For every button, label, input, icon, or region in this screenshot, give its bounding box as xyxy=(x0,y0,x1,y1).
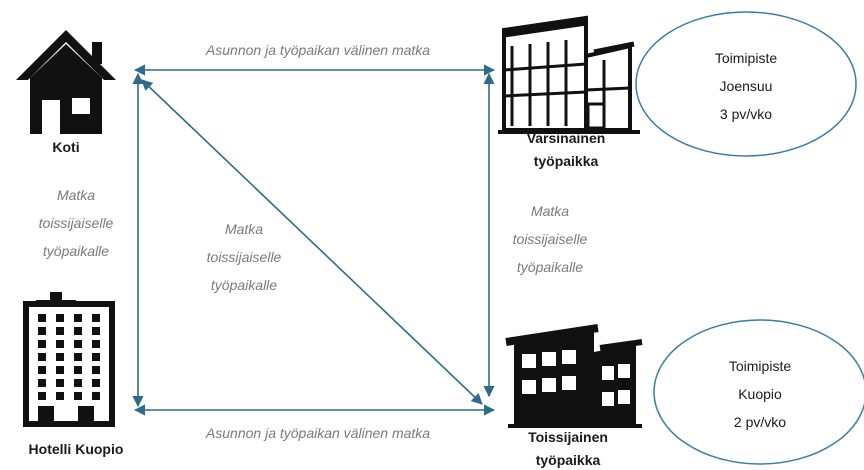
hotel-window xyxy=(74,379,82,387)
hotel-window xyxy=(92,379,100,387)
hotel-window xyxy=(38,392,46,400)
edge-left-label-line2: toissijaiselle xyxy=(39,215,114,231)
edge-diagonal-label-line3: työpaikalle xyxy=(211,277,277,293)
hotel-window xyxy=(92,353,100,361)
edge-left-label-line1: Matka xyxy=(57,187,95,203)
office-solid-icon xyxy=(505,324,643,428)
edge-right-label-line2: toissijaiselle xyxy=(513,231,588,247)
hotel-window xyxy=(38,379,46,387)
oval-kuopio-line1: Toimipiste xyxy=(729,358,791,374)
house-icon xyxy=(16,30,116,134)
hotel-window xyxy=(74,366,82,374)
hotel-window xyxy=(74,353,82,361)
oval-joensuu xyxy=(635,11,857,157)
oval-kuopio-line2: Kuopio xyxy=(738,386,782,402)
office-outline-icon xyxy=(498,15,640,134)
hotel-window xyxy=(92,366,100,374)
oval-joensuu-line1: Toimipiste xyxy=(715,50,777,66)
edge-right-label-line3: työpaikalle xyxy=(517,259,583,275)
oval-joensuu-line2: Joensuu xyxy=(720,78,773,94)
hotel-window xyxy=(56,314,64,322)
edge-right-label-line1: Matka xyxy=(531,203,569,219)
hotel-window xyxy=(56,379,64,387)
hotelli-label: Hotelli Kuopio xyxy=(29,441,124,457)
hotel-window xyxy=(56,327,64,335)
toissijainen-label-line2: työpaikka xyxy=(536,452,601,468)
hotel-window xyxy=(56,353,64,361)
hotel-window xyxy=(92,314,100,322)
hotel-window xyxy=(56,392,64,400)
koti-label: Koti xyxy=(52,139,79,155)
edge-top-label: Asunnon ja työpaikan välinen matka xyxy=(205,42,430,58)
varsinainen-label-line1: Varsinainen xyxy=(527,130,606,146)
arrow-diagonal xyxy=(141,79,483,405)
hotel-window xyxy=(74,392,82,400)
hotel-window xyxy=(74,340,82,348)
hotel-window xyxy=(74,327,82,335)
hotel-window xyxy=(38,366,46,374)
hotel-window xyxy=(38,353,46,361)
hotel-window xyxy=(56,366,64,374)
hotel-window xyxy=(56,340,64,348)
varsinainen-label-line2: työpaikka xyxy=(534,153,599,169)
edge-left-label-line3: työpaikalle xyxy=(43,243,109,259)
hotel-building-icon xyxy=(23,292,115,427)
oval-kuopio xyxy=(653,319,864,465)
toissijainen-label-line1: Toissijainen xyxy=(528,429,608,445)
hotel-window xyxy=(92,392,100,400)
hotel-window xyxy=(74,314,82,322)
hotel-window xyxy=(38,340,46,348)
hotel-window xyxy=(92,340,100,348)
hotel-window xyxy=(38,314,46,322)
edge-diagonal-label-line2: toissijaiselle xyxy=(207,249,282,265)
hotel-window xyxy=(92,327,100,335)
edge-diagonal-label-line1: Matka xyxy=(225,221,263,237)
oval-joensuu-line3: 3 pv/vko xyxy=(720,106,772,122)
oval-kuopio-line3: 2 pv/vko xyxy=(734,414,786,430)
edge-bottom-label: Asunnon ja työpaikan välinen matka xyxy=(205,425,430,441)
hotel-window xyxy=(38,327,46,335)
